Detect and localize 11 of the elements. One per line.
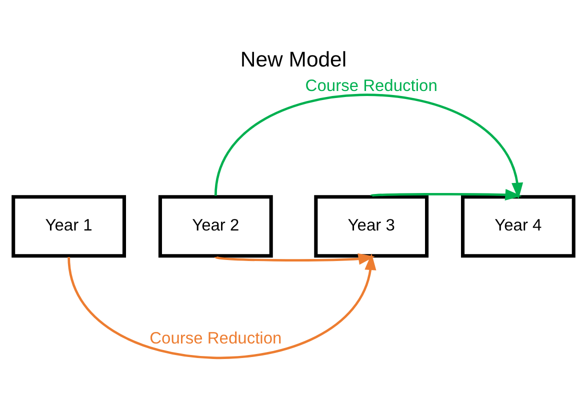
edge-label: Course Reduction [305, 76, 438, 94]
node-box: Year 1 [12, 194, 126, 258]
edge-label: Course Reduction [150, 328, 282, 347]
node-box: Year 4 [461, 194, 576, 258]
arrow [215, 252, 375, 264]
arrow [68, 252, 376, 358]
node-box: Year 2 [158, 194, 273, 258]
arrow [214, 93, 524, 199]
diagram-title: New Model [240, 48, 347, 71]
node-box: Year 3 [314, 194, 429, 258]
arrow [371, 188, 522, 200]
